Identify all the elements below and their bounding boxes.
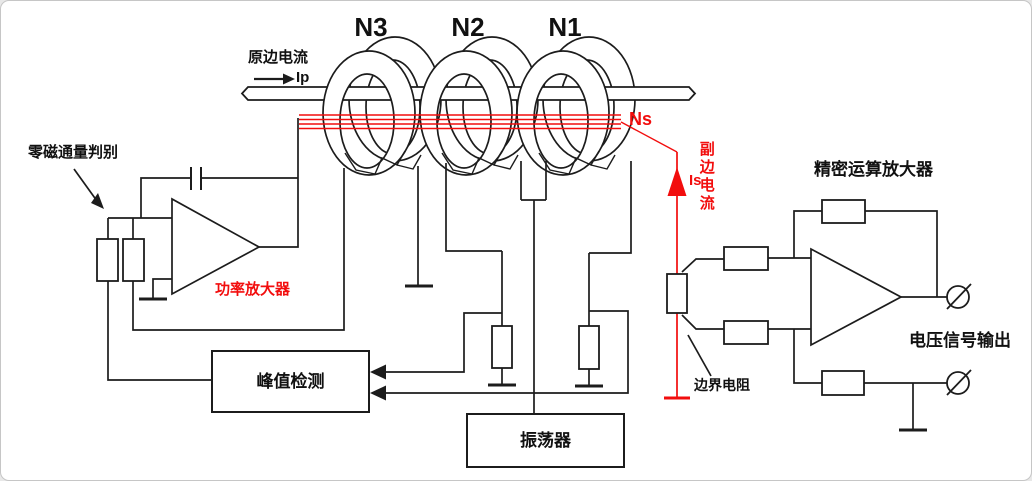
power-amplifier-opamp [171,197,261,296]
toroid-front-rings [322,50,610,176]
primary-conductor-bar [240,86,697,101]
peak-detection-box [211,350,370,413]
primary-current-symbol: Ip [296,69,310,86]
precision-opamp-label: 精密运算放大器 [814,160,933,179]
power-amplifier-label: 功率放大器 [215,281,291,298]
primary-current-label: 原边电流 [248,49,309,66]
capacitor-plates [190,167,202,190]
zero-flux-detection-label: 零磁通量判别 [28,144,119,161]
burden-resistor-label: 边界电阻 [694,377,750,393]
zero-flux-pointer-line [73,168,98,202]
secondary-winding-label: Ns [629,109,653,129]
winding-turn-lines [344,150,616,175]
coil-n3-label: N3 [354,12,388,42]
resistor-feedback-right [821,199,866,224]
resistor-feedback-left [96,238,119,282]
precision-opamp-triangle [810,247,903,347]
peak-detection-label: 峰值检测 [256,372,325,391]
oscillator-box [466,413,625,468]
resistor-sense-left [122,238,145,282]
resistor-burden [666,273,688,314]
power-amp-section-wires [73,118,345,381]
primary-current-arrowhead [283,73,295,85]
voltage-output-label: 电压信号输出 [909,331,1011,350]
burden-pointer-line [687,334,712,377]
coil-n1-label: N1 [548,12,582,42]
secondary-current-symbol: Is [689,172,702,189]
resistor-n1-detect [578,325,600,370]
secondary-current-label: 副边电流 [697,141,715,213]
coil-n2-label: N2 [451,12,485,42]
zero-flux-pointer-arrowhead [91,193,104,209]
output-terminal-2 [946,369,972,396]
resistor-input-upper [723,246,769,271]
peak-detect-input-arrow-2 [370,385,386,401]
resistor-input-lower [723,320,769,345]
output-section-wires [681,210,947,429]
secondary-winding-ns [299,114,690,400]
oscillator-label: 振荡器 [520,431,571,450]
output-terminal-1 [946,283,972,310]
detection-section-wires [386,161,632,414]
peak-detect-input-arrow-1 [370,364,386,380]
secondary-current-arrow [667,167,687,196]
resistor-n2-detect [491,325,513,369]
resistor-output [821,370,865,396]
